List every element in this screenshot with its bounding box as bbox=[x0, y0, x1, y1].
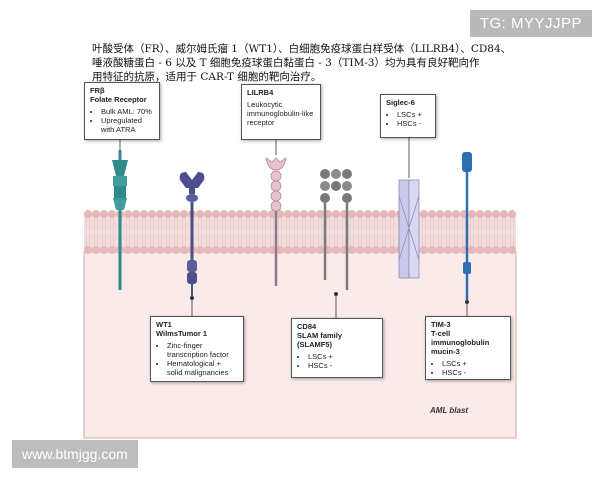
wt1-subtitle: WilmsTumor 1 bbox=[156, 329, 208, 338]
lilrb4-title: LILRB4 bbox=[247, 88, 274, 97]
siglec6-item-2: HSCs - bbox=[397, 119, 430, 128]
tim3-title: TIM-3 bbox=[431, 320, 451, 329]
watermark-bottom: www.btmjgg.com bbox=[12, 440, 138, 468]
membrane-inner-heads bbox=[84, 246, 516, 254]
wt1-receptor-icon bbox=[179, 172, 205, 296]
tim3-item-2: HSCs - bbox=[442, 368, 505, 377]
wt1-item-1: Zinc-finger transcription factor bbox=[167, 341, 238, 359]
cd84-title: CD84 bbox=[297, 322, 317, 331]
caption-line-1: 叶酸受体（FR）、威尔姆氏瘤 1（WT1）、白细胞免疫球蛋白样受体（LILRB4… bbox=[92, 43, 512, 55]
fr-receptor-icon bbox=[112, 150, 128, 290]
lilrb4-description: Leukocytic immunoglobulin-like receptor bbox=[247, 100, 314, 127]
siglec6-receptor-icon bbox=[398, 179, 420, 279]
tim3-receptor-icon bbox=[462, 152, 472, 300]
lilrb4-receptor-icon bbox=[265, 157, 287, 286]
siglec6-title: Siglec-6 bbox=[386, 98, 415, 107]
cd84-item-1: LSCs + bbox=[308, 352, 377, 361]
fr-subtitle: Folate Receptor bbox=[90, 95, 147, 104]
fr-item-2: Upregulated with ATRA bbox=[101, 116, 154, 134]
tim3-item-1: LSCs + bbox=[442, 359, 505, 368]
tim3-subtitle: T-cell immunoglobulin mucin-3 bbox=[431, 329, 490, 356]
figure-caption: 叶酸受体（FR）、威尔姆氏瘤 1（WT1）、白细胞免疫球蛋白样受体（LILRB4… bbox=[92, 42, 512, 84]
fr-item-1: Bulk AML: 70% bbox=[101, 107, 154, 116]
membrane-tails bbox=[84, 214, 516, 250]
cd84-item-2: HSCs - bbox=[308, 361, 377, 370]
siglec6-info-box: Siglec-6 LSCs + HSCs - bbox=[380, 94, 436, 138]
siglec6-item-1: LSCs + bbox=[397, 110, 430, 119]
membrane-tail-lines bbox=[86, 218, 514, 246]
cd84-subtitle: SLAM family (SLAMF5) bbox=[297, 331, 343, 349]
wt1-item-2: Hematological + solid malignancies bbox=[167, 359, 238, 377]
watermark-top: TG: MYYJJPP bbox=[469, 10, 592, 37]
tim3-info-box: TIM-3 T-cell immunoglobulin mucin-3 LSCs… bbox=[425, 316, 511, 380]
lilrb4-info-box: LILRB4 Leukocytic immunoglobulin-like re… bbox=[241, 84, 321, 140]
fr-title: FRβ bbox=[90, 86, 105, 95]
connector-lines bbox=[119, 138, 469, 318]
caption-line-2: 唾液酸糖蛋白 - 6 以及 T 细胞免疫球蛋白黏蛋白 - 3（TIM-3）均为具… bbox=[92, 57, 480, 69]
cd84-info-box: CD84 SLAM family (SLAMF5) LSCs + HSCs - bbox=[291, 318, 383, 378]
fr-info-box: FRβ Folate Receptor Bulk AML: 70% Upregu… bbox=[84, 82, 160, 140]
cd84-receptor-icon bbox=[320, 169, 352, 290]
caption-line-3: 用特征的抗原，适用于 CAR-T 细胞的靶向治疗。 bbox=[92, 71, 322, 83]
wt1-title: WT1 bbox=[156, 320, 172, 329]
wt1-info-box: WT1 WilmsTumor 1 Zinc-finger transcripti… bbox=[150, 316, 244, 382]
cell-label: AML blast bbox=[429, 406, 468, 415]
